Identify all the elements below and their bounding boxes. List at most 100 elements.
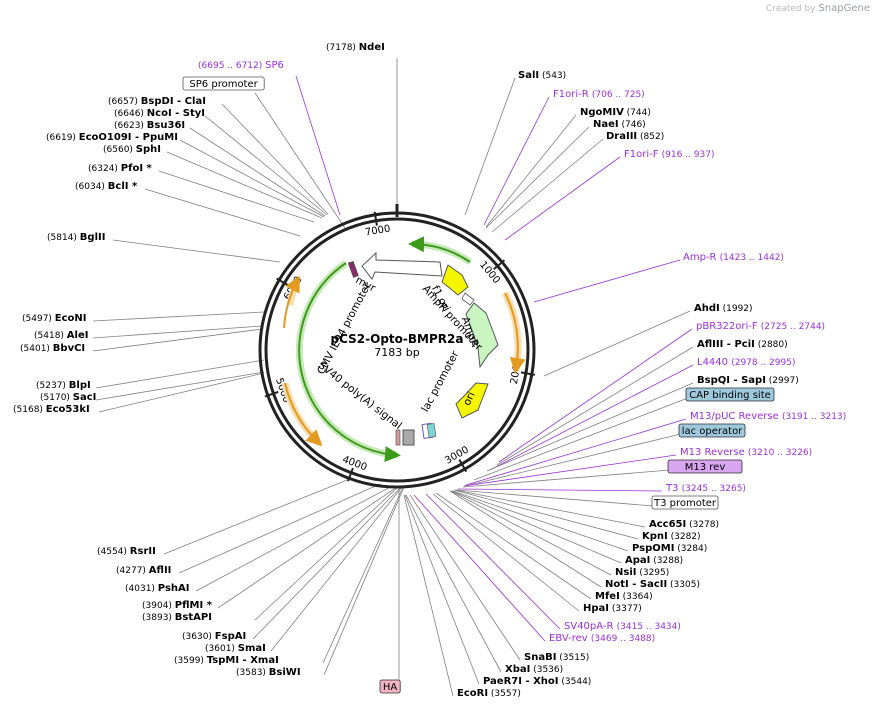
site-text: M13/pUC Reverse (3191 .. 3213) xyxy=(690,411,846,422)
site-draiii[interactable]: DraIII (852) xyxy=(606,131,664,142)
site-ecori[interactable]: EcoRI (3557) xyxy=(457,688,521,699)
site-pshai[interactable]: (4031) PshAI xyxy=(125,583,189,594)
site-nsii[interactable]: NsiI (3295) xyxy=(615,567,669,578)
cmv-arc-line xyxy=(298,262,401,463)
site-m13puc[interactable]: M13/pUC Reverse (3191 .. 3213) xyxy=(690,411,846,422)
site-fspai[interactable]: (3630) FspAI xyxy=(182,631,246,642)
site-blpi[interactable]: (5237) BlpI xyxy=(36,380,91,391)
site-mfei[interactable]: MfeI (3364) xyxy=(595,591,653,602)
site-text: PspOMI (3284) xyxy=(632,543,707,554)
site-ha[interactable]: HA xyxy=(379,679,401,694)
site-paer7[interactable]: PaeR7I - XhoI (3544) xyxy=(483,676,591,687)
sv40-feature xyxy=(402,429,415,446)
site-m13rev[interactable]: M13 rev xyxy=(667,459,743,474)
site-f1orif[interactable]: F1ori-F (916 .. 937) xyxy=(624,149,715,160)
site-sphi[interactable]: (6560) SphI xyxy=(103,144,161,155)
site-text: (5401) BbvCI xyxy=(20,343,85,354)
site-xbai[interactable]: XbaI (3536) xyxy=(505,664,563,675)
site-snabi[interactable]: SnaBI (3515) xyxy=(524,652,589,663)
site-sali[interactable]: SalI (543) xyxy=(518,70,566,81)
site-bstapi[interactable]: (3893) BstAPI xyxy=(142,612,212,623)
site-pflmi[interactable]: (3904) PflMI * xyxy=(142,600,213,611)
site-pfoi[interactable]: (6324) PfoI * xyxy=(88,163,153,174)
site-text: Amp-R (1423 .. 1442) xyxy=(683,252,784,263)
leader-line xyxy=(473,397,689,481)
site-bsu36[interactable]: (6623) Bsu36I xyxy=(114,120,185,131)
myr-feature xyxy=(347,260,359,278)
site-ndei[interactable]: (7178) NdeI xyxy=(326,42,385,53)
site-text: EBV-rev (3469 .. 3488) xyxy=(549,633,655,644)
leader-line xyxy=(491,138,604,233)
site-text: PaeR7I - XhoI (3544) xyxy=(483,676,591,687)
site-ahdi[interactable]: AhdI (1992) xyxy=(694,303,753,314)
ruler-label: 7000 xyxy=(364,224,391,239)
leader-line xyxy=(453,489,639,540)
site-cap[interactable]: CAP binding site xyxy=(685,387,775,402)
site-bcli[interactable]: (6034) BclI * xyxy=(75,181,138,192)
leader-line xyxy=(217,486,398,609)
leader-line xyxy=(295,75,341,216)
site-text: (6560) SphI xyxy=(103,144,161,155)
site-afliii[interactable]: AflIII - PciI (2880) xyxy=(697,339,788,350)
site-bglii[interactable]: (5814) BglII xyxy=(47,232,105,243)
site-hpai[interactable]: HpaI (3377) xyxy=(583,603,642,614)
site-eco109[interactable]: (6619) EcoO109I - PpuMI xyxy=(46,132,178,143)
leader-line xyxy=(112,239,281,263)
ruler-tick xyxy=(458,459,468,473)
site-bbvci[interactable]: (5401) BbvCI xyxy=(20,343,85,354)
site-text: (5170) SacI xyxy=(40,392,96,403)
site-acc65[interactable]: Acc65I (3278) xyxy=(649,519,719,530)
site-bspdi[interactable]: (6657) BspDI - ClaI xyxy=(108,96,206,107)
site-alei[interactable]: (5418) AleI xyxy=(34,330,88,341)
site-l4440[interactable]: L4440 (2978 .. 2995) xyxy=(697,357,795,368)
ampr-feature xyxy=(465,302,499,369)
site-sp6[interactable]: (6695 .. 6712) SP6 xyxy=(198,60,284,71)
site-pbr[interactable]: pBR322ori-F (2725 .. 2744) xyxy=(696,321,825,332)
feature-arcs xyxy=(281,236,526,463)
snapgene-logo: SnapGene xyxy=(818,3,870,14)
leader-line xyxy=(178,483,381,574)
leader-line xyxy=(409,494,521,661)
site-t3[interactable]: T3 (3245 .. 3265) xyxy=(665,483,746,494)
snapgene-credit: Created by SnapGene xyxy=(766,3,870,14)
site-afliii2[interactable]: (4277) AflII xyxy=(116,565,171,576)
site-bsiwi[interactable]: (3583) BsiWI xyxy=(236,667,301,678)
site-ngomiv[interactable]: NgoMIV (744) xyxy=(580,107,651,118)
site-eco53[interactable]: (5168) Eco53kI xyxy=(13,404,90,415)
site-sp6p[interactable]: SP6 promoter xyxy=(182,76,265,91)
site-pspomi[interactable]: PspOMI (3284) xyxy=(632,543,707,554)
leader-line xyxy=(425,493,561,630)
leader-line xyxy=(323,486,405,676)
f1ori-feature xyxy=(441,264,469,296)
leader-line xyxy=(483,96,550,226)
site-ebv[interactable]: EBV-rev (3469 .. 3488) xyxy=(549,633,655,644)
site-bspqi[interactable]: BspQI - SapI (2997) xyxy=(697,375,799,386)
ampprom-feature xyxy=(461,292,475,306)
leader-line xyxy=(450,490,612,576)
site-t3p[interactable]: T3 promoter xyxy=(651,495,719,510)
site-smai[interactable]: (3601) SmaI xyxy=(205,643,266,654)
leader-line xyxy=(496,346,694,466)
leader-line xyxy=(254,92,346,229)
site-saci[interactable]: (5170) SacI xyxy=(40,392,96,403)
site-apai[interactable]: ApaI (3288) xyxy=(625,555,683,566)
site-kpni[interactable]: KpnI (3282) xyxy=(642,531,701,542)
site-sv40pa[interactable]: SV40pA-R (3415 .. 3434) xyxy=(564,621,681,632)
leader-line xyxy=(189,127,326,217)
site-m13r[interactable]: M13 Reverse (3210 .. 3226) xyxy=(680,447,812,458)
site-text: T3 (3245 .. 3265) xyxy=(665,483,746,494)
leader-line xyxy=(486,382,694,472)
site-f1orir[interactable]: F1ori-R (706 .. 725) xyxy=(553,89,645,100)
site-rsrii[interactable]: (4554) RsrII xyxy=(97,546,156,557)
site-text: (6034) BclI * xyxy=(75,181,138,192)
site-tspmi[interactable]: (3599) TspMI - XmaI xyxy=(174,655,279,666)
site-noti[interactable]: NotI - SacII (3305) xyxy=(605,579,700,590)
site-lacop[interactable]: lac operator xyxy=(678,423,746,438)
site-econi[interactable]: (5497) EcoNI xyxy=(22,313,87,324)
leader-line xyxy=(254,486,399,621)
site-ampr[interactable]: Amp-R (1423 .. 1442) xyxy=(683,252,784,263)
site-naei[interactable]: NaeI (746) xyxy=(593,119,646,130)
leader-line xyxy=(485,114,577,228)
site-ncoi[interactable]: (6646) NcoI - StyI xyxy=(114,108,205,119)
